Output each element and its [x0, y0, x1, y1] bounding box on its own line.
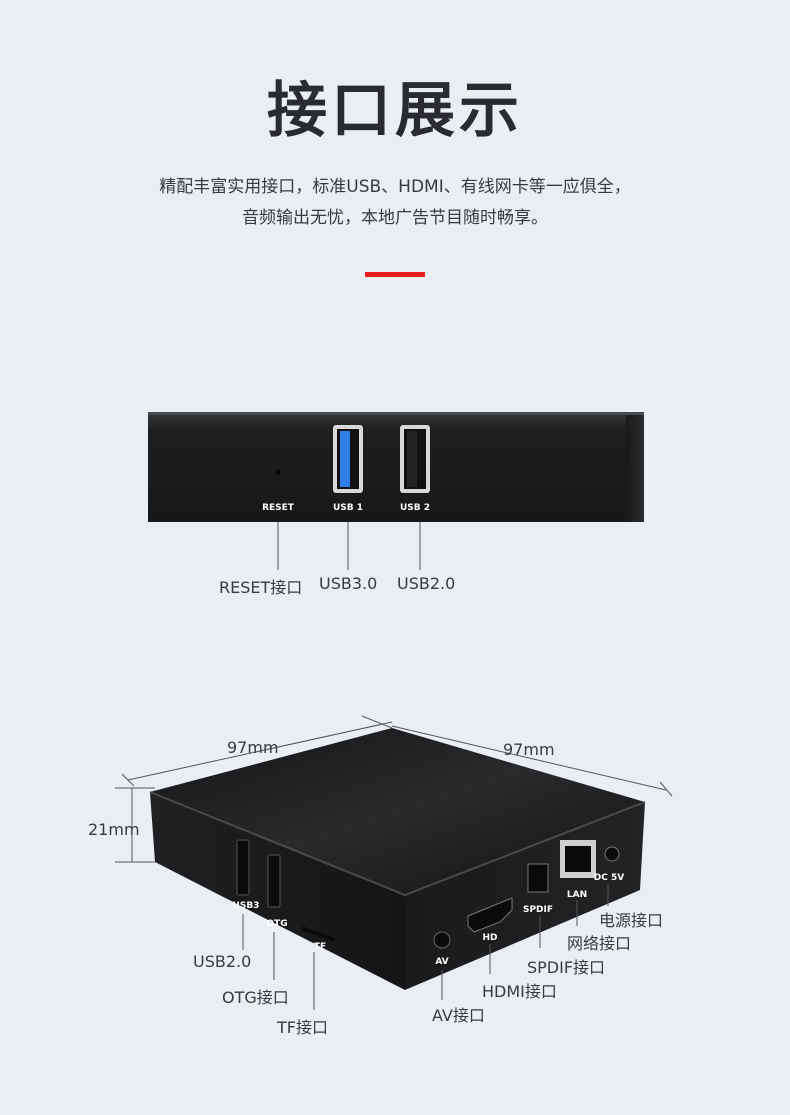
callout-tf: TF接口	[277, 1018, 328, 1037]
subtitle-line-2: 音频输出无忧，本地广告节目随时畅享。	[242, 208, 548, 228]
dimension-lines	[115, 715, 673, 863]
hdmi-port	[467, 897, 513, 933]
device-top-face	[150, 728, 645, 895]
dim-depth: 97mm	[503, 740, 555, 759]
reset-port-label: RESET	[262, 503, 295, 513]
side-view-diagram: USB3 OTG TF AV HD SPDIF LAN DC 5V	[115, 715, 673, 1010]
spdif-port	[527, 863, 549, 893]
callout-otg: OTG接口	[222, 988, 289, 1007]
dim-width: 97mm	[227, 738, 279, 757]
accent-divider	[365, 272, 425, 277]
side-usb3-port	[236, 839, 250, 896]
hd-port-label: HD	[482, 933, 497, 943]
usb2-port-label: USB 2	[400, 503, 430, 513]
spdif-port-label: SPDIF	[523, 905, 553, 915]
page-title: 接口展示	[267, 76, 523, 146]
tf-port-label: TF	[314, 942, 326, 952]
device-front-face	[148, 412, 644, 522]
dim-height: 21mm	[88, 820, 140, 839]
tf-slot	[301, 926, 336, 942]
callout-reset: RESET接口	[219, 578, 303, 597]
reset-hole	[275, 469, 281, 475]
usb1-port-label: USB 1	[333, 503, 363, 513]
callout-av: AV接口	[432, 1006, 485, 1025]
subtitle-line-1: 精配丰富实用接口，标准USB、HDMI、有线网卡等一应俱全，	[159, 177, 631, 197]
callout-usb3: USB3.0	[319, 574, 378, 593]
otg-port-label: OTG	[266, 919, 287, 929]
dc-port-label: DC 5V	[594, 873, 624, 883]
dc-power-jack	[604, 846, 620, 862]
usb1-port	[333, 425, 363, 493]
lan-port-label: LAN	[567, 890, 587, 900]
otg-port	[267, 854, 281, 908]
callout-network: 网络接口	[567, 934, 632, 953]
callout-power: 电源接口	[599, 911, 664, 930]
callout-lines	[242, 884, 609, 1010]
callout-usb2-front: USB2.0	[397, 574, 456, 593]
callout-hdmi: HDMI接口	[482, 982, 557, 1001]
front-view-diagram: RESET USB 1 USB 2	[148, 412, 644, 570]
callout-spdif: SPDIF接口	[527, 958, 606, 977]
av-port-label: AV	[435, 957, 448, 967]
callout-usb2-side: USB2.0	[193, 952, 252, 971]
usb3-blue-tongue	[340, 431, 350, 487]
side-usb3-label: USB3	[233, 901, 260, 911]
usb2-port	[400, 425, 430, 493]
av-jack	[433, 931, 451, 949]
